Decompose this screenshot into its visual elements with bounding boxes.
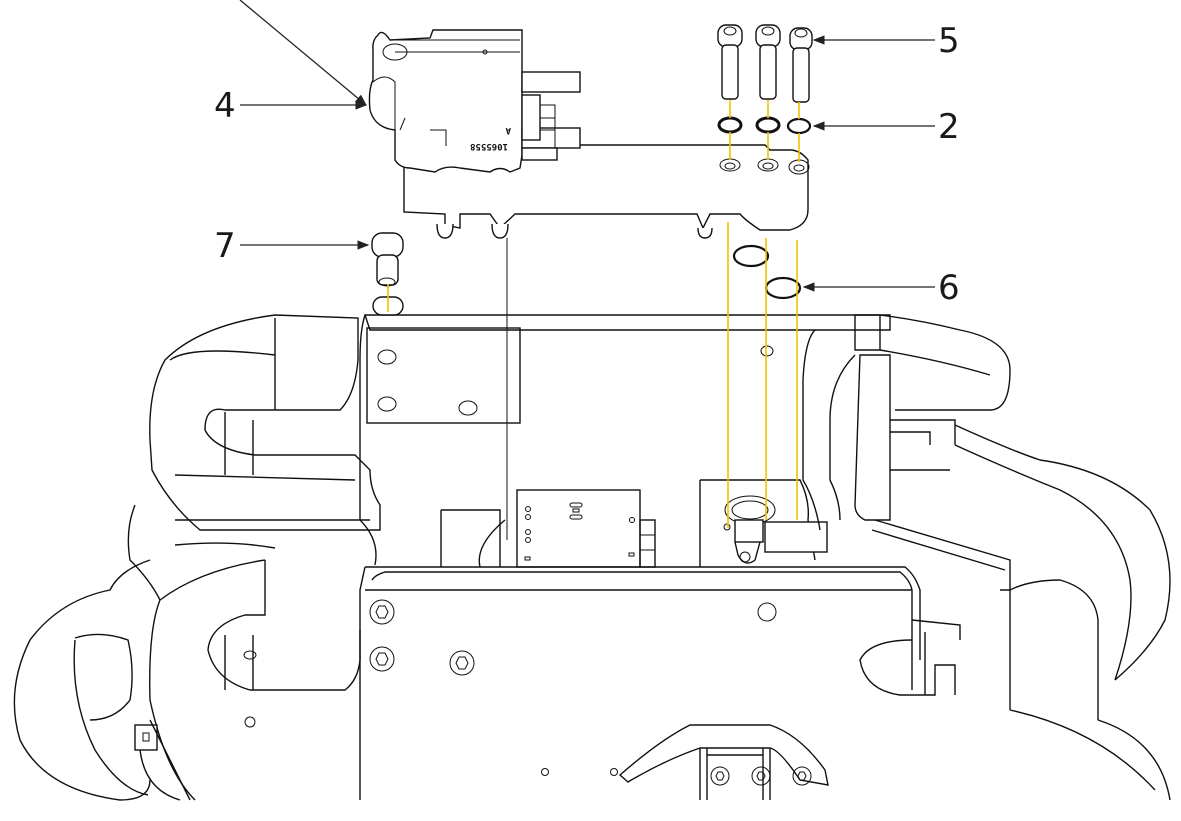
screw-holes [719,158,810,175]
screw-1 [717,24,743,100]
shoulder-bolt [371,232,404,316]
revision-marking: A [505,125,511,135]
screw-3 [789,27,813,103]
callout-7: 7 [214,226,236,266]
lock-washers [717,116,812,135]
callout-2: 2 [938,107,960,147]
callout-4: 4 [214,86,236,126]
base-assembly [13,314,1171,801]
screw-2 [755,24,781,100]
callout-6: 6 [938,268,960,308]
callout-5: 5 [938,21,960,61]
hex-bolts [369,599,812,786]
o-rings [732,244,802,300]
leader-4 [239,0,367,106]
callout-leaders [239,0,935,292]
pcb-module [516,489,641,568]
socket-head-screws [717,24,813,103]
module-block: 1065558 A [368,29,810,540]
part-number-marking: 1065558 [470,141,508,151]
alignment-guides [387,100,800,528]
